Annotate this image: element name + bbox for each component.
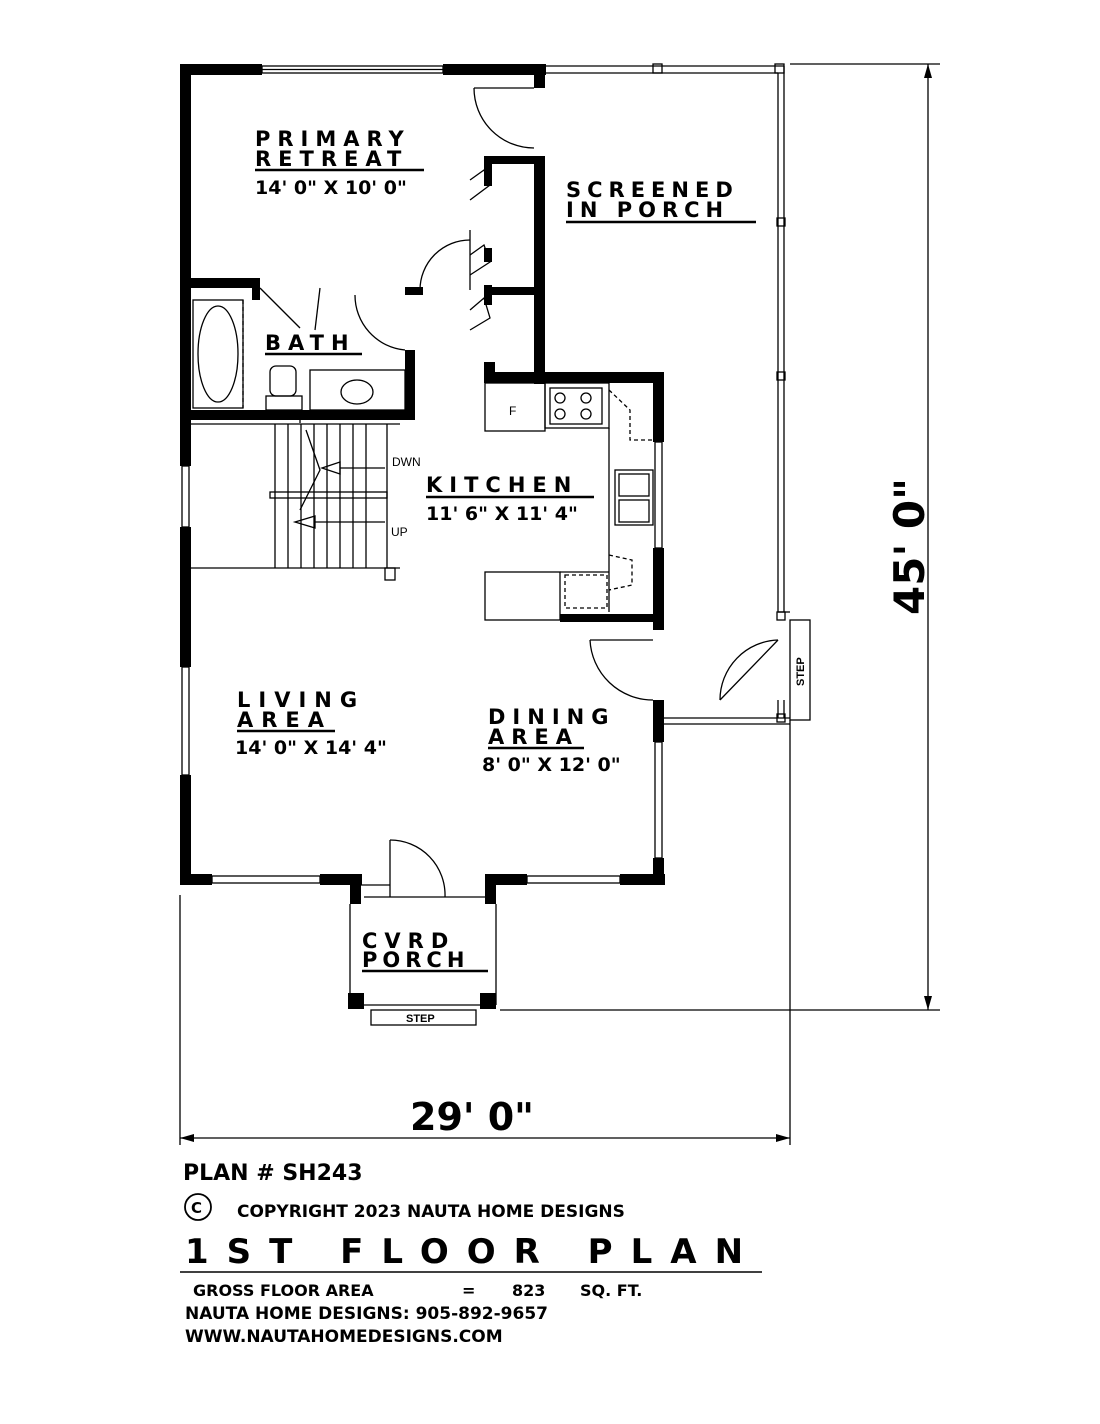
fridge-label: F xyxy=(509,404,516,418)
stair-down-label: DWN xyxy=(392,455,421,469)
living-area-title-1: LIVING xyxy=(237,688,365,712)
copyright-symbol-circle xyxy=(184,1193,212,1221)
phone-line: NAUTA HOME DESIGNS: 905-892-9657 xyxy=(185,1304,548,1324)
kitchen-size: 11' 6" X 11' 4" xyxy=(426,503,578,525)
primary-retreat-title-2: RETREAT xyxy=(255,147,408,171)
floor-plan-title: 1ST FLOOR PLAN xyxy=(185,1232,761,1272)
gross-area-equals: = xyxy=(462,1281,475,1300)
bath-title: BATH xyxy=(265,331,356,355)
side-step-label: STEP xyxy=(795,657,807,686)
dimension-arrows xyxy=(180,64,932,1142)
stair-up-label: UP xyxy=(391,525,408,539)
cvrd-porch-title-1: CVRD xyxy=(362,929,455,953)
dining-area-title-2: AREA xyxy=(488,725,579,749)
living-area-title-2: AREA xyxy=(237,708,332,732)
plan-footer: PLAN # SH243 C COPYRIGHT 2023 NAUTA HOME… xyxy=(180,1161,762,1347)
plan-linework xyxy=(179,63,940,1145)
room-labels: PRIMARY RETREAT 14' 0" X 10' 0" SCREENED… xyxy=(235,127,934,1139)
kitchen-title: KITCHEN xyxy=(426,473,578,497)
living-area-size: 14' 0" X 14' 4" xyxy=(235,737,387,759)
plan-number: PLAN # SH243 xyxy=(183,1161,363,1186)
depth-dimension: 45' 0" xyxy=(885,478,934,615)
copyright-symbol: C xyxy=(191,1199,202,1217)
screened-porch-title-1: SCREENED xyxy=(566,178,739,202)
primary-retreat-size: 14' 0" X 10' 0" xyxy=(255,177,407,199)
website-line: WWW.NAUTAHOMEDESIGNS.COM xyxy=(185,1327,503,1347)
gross-area-label: GROSS FLOOR AREA xyxy=(193,1281,374,1300)
cvrd-porch-title-2: PORCH xyxy=(362,948,469,972)
front-step-label: STEP xyxy=(406,1013,435,1025)
primary-retreat-title-1: PRIMARY xyxy=(255,127,411,151)
screened-porch-title-2: IN PORCH xyxy=(566,198,729,222)
dining-area-size: 8' 0" X 12' 0" xyxy=(482,754,621,776)
copyright-text: COPYRIGHT 2023 NAUTA HOME DESIGNS xyxy=(237,1202,625,1222)
dining-area-title-1: DINING xyxy=(488,705,615,729)
gross-area-value: 823 xyxy=(512,1281,545,1300)
gross-area-unit: SQ. FT. xyxy=(580,1281,642,1300)
width-dimension: 29' 0" xyxy=(410,1095,534,1139)
